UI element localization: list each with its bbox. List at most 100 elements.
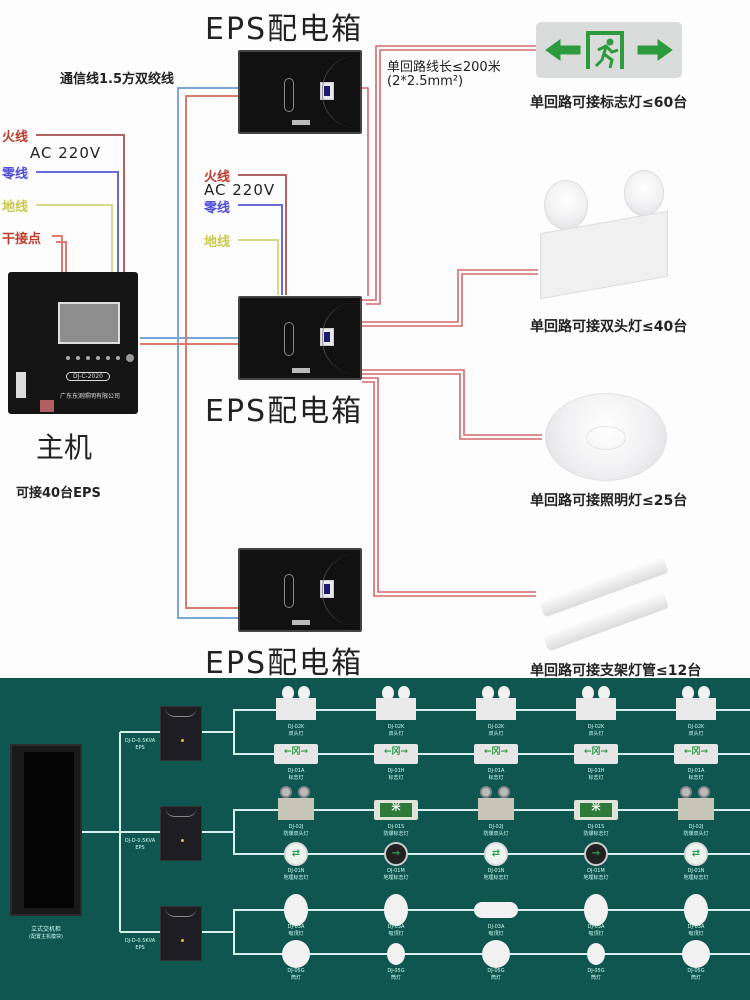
fixture-name: 防爆双头灯 <box>483 831 509 837</box>
fixture-model: DJ-02K <box>287 724 305 730</box>
fixture-model: DJ-05G <box>687 968 705 974</box>
fixture-name: 地埋标志灯 <box>383 875 409 881</box>
fixture-name: 双头灯 <box>288 731 304 737</box>
fixture-model: DJ-01H <box>387 768 405 774</box>
host-title: 主机 <box>36 431 93 464</box>
fixture-model: DJ-05G <box>387 968 405 974</box>
fixture-name: 筒灯 <box>590 975 601 981</box>
fixture-name: 吸顶灯 <box>588 931 604 937</box>
fixture-model: DJ-01S <box>387 824 405 830</box>
fixture-name: 防爆双头灯 <box>283 831 309 837</box>
eps-live-label: 火线 <box>204 170 231 185</box>
exit-sign-icon: ←冈→ <box>474 744 518 764</box>
fixture-model: DJ-03A <box>387 924 405 930</box>
fixture-name: 双头灯 <box>688 731 704 737</box>
fixture-name: 双头灯 <box>388 731 404 737</box>
fixture-model: DJ-01N <box>487 868 505 874</box>
downlight-icon <box>282 940 310 968</box>
floor-indicator-icon: ⇄ <box>484 842 508 866</box>
branch-exit-sign <box>362 45 536 301</box>
light-label-twin-head: 单回路可接双头灯≤40台 <box>530 319 688 335</box>
eps-live-wire <box>238 174 287 295</box>
exit-sign-icon: ←冈→ <box>374 744 418 764</box>
branch-ceiling <box>362 369 542 436</box>
host-live-label: 火线 <box>2 130 29 145</box>
fixture-name: 吸顶灯 <box>288 931 304 937</box>
comm-line-label: 通信线1.5方双绞线 <box>60 72 175 87</box>
host-lcd-screen <box>58 302 120 344</box>
exit-sign-icon <box>536 22 682 78</box>
host-dry-contact-label: 干接点 <box>2 232 42 247</box>
fixture-name: 标志灯 <box>288 775 304 781</box>
fixture-model: DJ-01N <box>287 868 305 874</box>
host-ground-wire <box>36 204 113 275</box>
eps-box-title-3: EPS配电箱 <box>205 646 364 681</box>
exit-sign-icon: ←冈→ <box>674 744 718 764</box>
fixture-model: DJ-02J <box>488 824 504 830</box>
fixture-name: 吸顶灯 <box>388 931 404 937</box>
fixture-model: DJ-01A <box>487 768 505 774</box>
fixture-name: 地埋标志灯 <box>283 875 309 881</box>
twin-head-light-icon <box>676 686 716 720</box>
rack-cabinet <box>10 744 82 916</box>
explosion-proof-exit-sign-icon: ⽶ <box>574 800 618 820</box>
eps-box-3 <box>238 548 362 632</box>
fixture-model: DJ-02K <box>587 724 605 730</box>
fixture-model: DJ-01M <box>587 868 605 874</box>
eps-unit-2 <box>160 806 202 861</box>
floor-indicator-icon: ⇄ <box>284 842 308 866</box>
floor-indicator-icon: ⇄ <box>684 842 708 866</box>
host-company: 广东东测照明有限公司 <box>60 393 121 400</box>
eps-unit-3 <box>160 906 202 961</box>
fixture-name: 筒灯 <box>290 975 301 981</box>
eps-voltage-label: AC 220V <box>204 181 276 199</box>
comm-line-blue-bottom <box>177 590 238 619</box>
fixture-name: 防爆双头灯 <box>683 831 709 837</box>
fixture-name: 地埋标志灯 <box>483 875 509 881</box>
fixture-name: 标志灯 <box>688 775 704 781</box>
twin-head-light-icon <box>476 686 516 720</box>
fixture-model: DJ-03A <box>487 924 505 930</box>
host-neutral-wire <box>36 171 119 275</box>
downlight-icon <box>682 940 710 968</box>
fixture-model: DJ-02K <box>487 724 505 730</box>
tube-light-icon <box>538 540 670 652</box>
downlight-icon <box>482 940 510 968</box>
eps-ground-wire <box>238 239 279 295</box>
fixture-model: DJ-05G <box>287 968 305 974</box>
fixture-model: DJ-01H <box>587 768 605 774</box>
eps-box-2 <box>238 296 362 380</box>
explosion-proof-light-icon <box>476 786 516 822</box>
eps-unit-1 <box>160 706 202 761</box>
twin-head-light-icon <box>576 686 616 720</box>
light-label-ceiling: 单回路可接照明灯≤25台 <box>530 493 688 509</box>
fixture-name: 双头灯 <box>588 731 604 737</box>
circuit-cable-spec: (2*2.5mm²) <box>387 74 464 89</box>
comm-line-red <box>185 95 238 605</box>
fixture-model: DJ-05G <box>487 968 505 974</box>
wiring-lines <box>36 45 542 619</box>
fixture-name: 地埋标志灯 <box>583 875 609 881</box>
eps-neutral-wire <box>238 204 283 295</box>
fixture-name: 地埋标志灯 <box>683 875 709 881</box>
fixture-name: 筒灯 <box>390 975 401 981</box>
